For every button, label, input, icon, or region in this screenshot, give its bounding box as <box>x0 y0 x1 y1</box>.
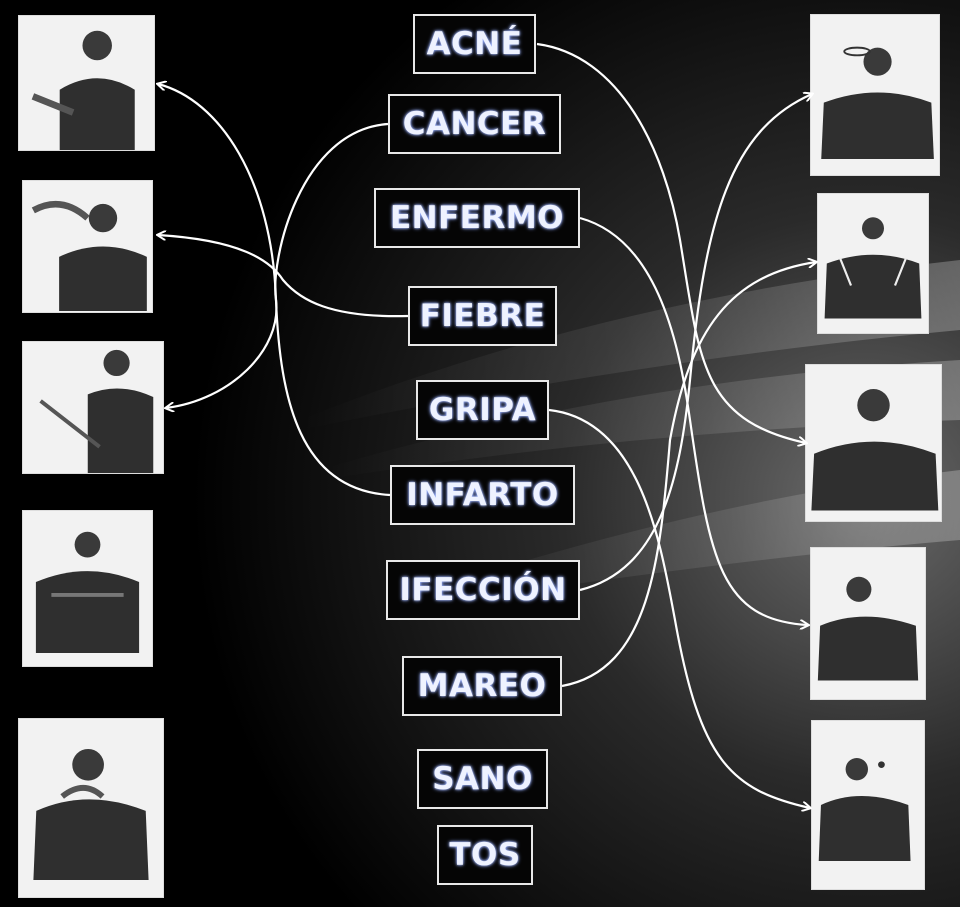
person-signing-icon <box>39 349 154 473</box>
word-box-infarto: INFARTO <box>390 465 575 525</box>
word-box-sano: SANO <box>417 749 548 809</box>
sign-photo-right-3 <box>805 364 942 522</box>
sign-photo-right-2 <box>817 193 929 334</box>
sign-photo-right-5 <box>811 720 925 890</box>
sign-photo-right-4 <box>810 547 926 700</box>
sign-photo-left-5 <box>18 718 164 898</box>
person-signing-icon <box>821 46 934 159</box>
person-signing-icon <box>31 30 135 150</box>
word-box-mareo: MAREO <box>402 656 562 716</box>
person-signing-icon <box>818 757 911 861</box>
person-signing-icon <box>824 217 922 319</box>
person-signing-icon <box>817 576 919 681</box>
word-box-fiebre: FIEBRE <box>408 286 557 346</box>
word-box-cancer: CANCER <box>388 94 561 154</box>
person-signing-icon <box>33 748 149 880</box>
sign-photo-left-3 <box>22 341 164 474</box>
word-box-acne: ACNÉ <box>413 14 536 74</box>
word-box-tos: TOS <box>437 825 533 885</box>
word-box-gripa: GRIPA <box>416 380 549 440</box>
word-box-ifeccion: IFECCIÓN <box>386 560 580 620</box>
word-box-enfermo: ENFERMO <box>374 188 580 248</box>
person-signing-icon <box>35 531 140 653</box>
sign-photo-left-2 <box>22 180 153 313</box>
sign-photo-left-4 <box>22 510 153 667</box>
sign-photo-left-1 <box>18 15 155 151</box>
person-signing-icon <box>31 200 147 311</box>
sign-photo-right-1 <box>810 14 940 176</box>
person-signing-icon <box>811 389 939 511</box>
